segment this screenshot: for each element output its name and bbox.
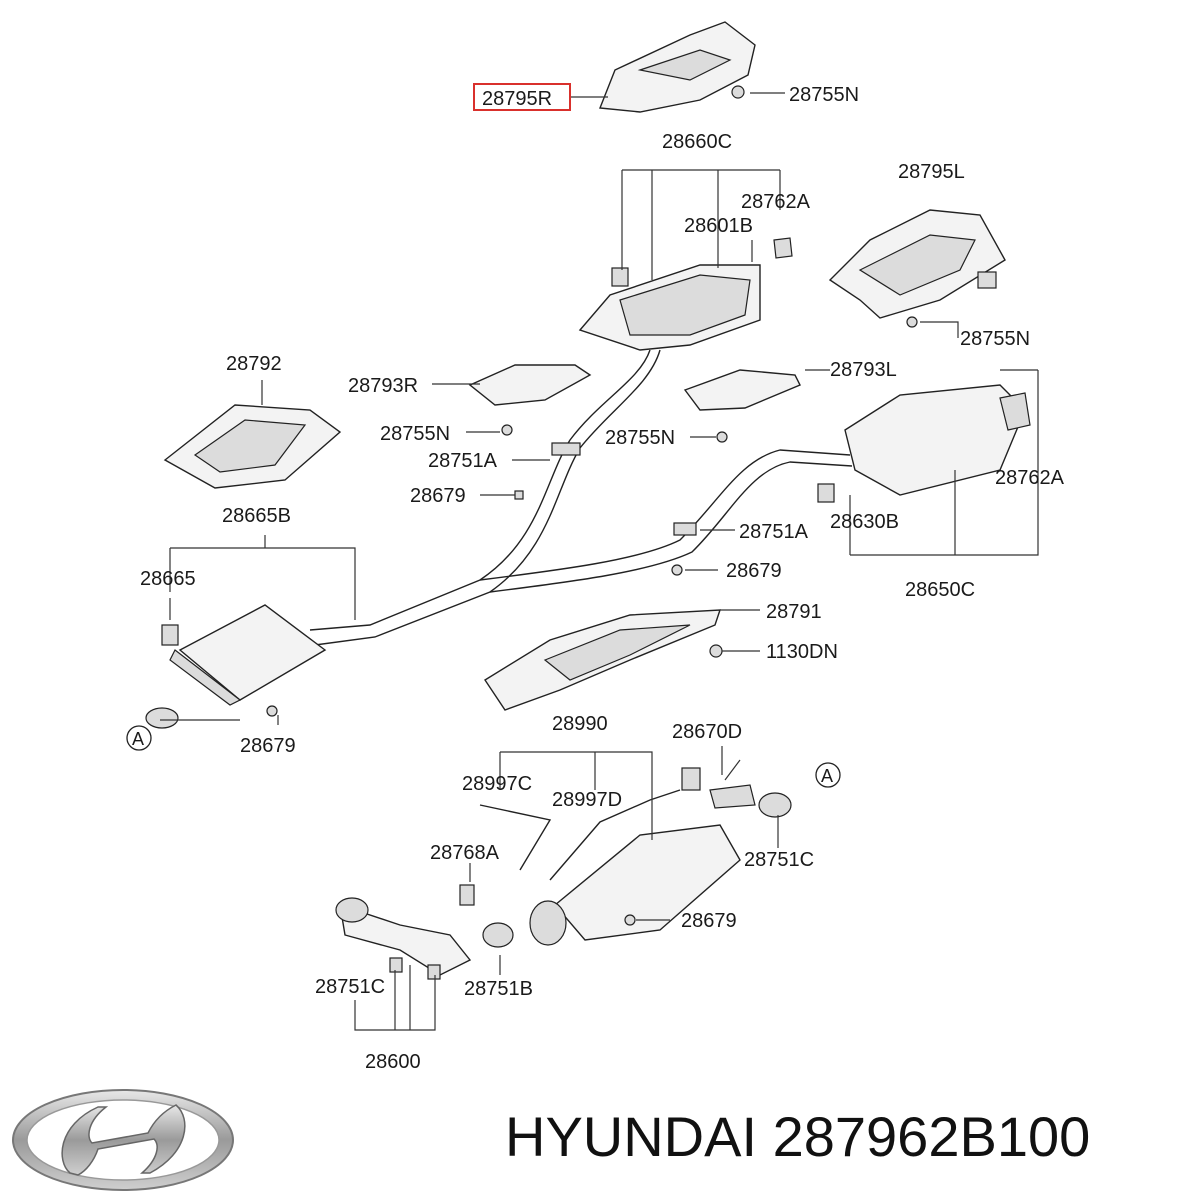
part-label[interactable]: 28751C: [744, 849, 814, 871]
part-label[interactable]: 28600: [365, 1051, 421, 1073]
part-label[interactable]: 28751A: [739, 521, 809, 543]
part-label[interactable]: 28990: [552, 713, 608, 735]
part-label[interactable]: 28791: [766, 601, 822, 623]
part-label[interactable]: 28679: [681, 910, 737, 932]
footer-part-number: 287962B100: [772, 1105, 1091, 1168]
marker-label: A: [821, 766, 833, 786]
part-label[interactable]: 28755N: [605, 427, 675, 449]
connection-marker-a-right: A: [815, 762, 841, 788]
heat-shield-28795r: [599, 21, 756, 113]
part-label[interactable]: 28679: [726, 560, 782, 582]
part-label[interactable]: 28679: [410, 485, 466, 507]
catalytic-converter-28990: [479, 767, 792, 946]
heat-shield-28791: [484, 609, 723, 711]
heat-shield-28793l: [683, 369, 801, 443]
part-label[interactable]: 28755N: [960, 328, 1030, 350]
footer-brand: HYUNDAI: [505, 1105, 758, 1168]
part-label[interactable]: 28670D: [672, 721, 742, 743]
center-muffler-28660c: [578, 237, 793, 351]
heat-shield-28795l: [828, 209, 1006, 328]
connection-marker-a-left: A: [126, 725, 152, 751]
part-label[interactable]: 28665B: [222, 505, 291, 527]
front-muffler-28665b: [145, 604, 327, 729]
part-label[interactable]: 28997D: [552, 789, 622, 811]
part-label[interactable]: 28679: [240, 735, 296, 757]
heat-shield-28792: [163, 404, 342, 489]
part-label[interactable]: 28795R: [482, 88, 552, 110]
heat-shield-28793r: [468, 364, 592, 436]
front-pipe-28600: [335, 884, 514, 980]
highlight-box: [473, 83, 571, 111]
part-label[interactable]: 28762A: [995, 467, 1065, 489]
marker-label: A: [132, 729, 144, 749]
part-label[interactable]: 28792: [226, 353, 282, 375]
part-label[interactable]: 28660C: [662, 131, 732, 153]
part-label[interactable]: 28650C: [905, 579, 975, 601]
part-label[interactable]: 28793L: [830, 359, 897, 381]
part-label[interactable]: 28755N: [380, 423, 450, 445]
part-label[interactable]: 28601B: [684, 215, 753, 237]
part-label[interactable]: 28762A: [741, 191, 811, 213]
hyundai-logo-icon: [12, 1089, 234, 1191]
footer-part-title: HYUNDAI 287962B100: [505, 1104, 1185, 1184]
leader-lines: [160, 92, 1039, 1031]
part-label[interactable]: 28751C: [315, 976, 385, 998]
part-label[interactable]: 28755N: [789, 84, 859, 106]
part-label[interactable]: 28795L: [898, 161, 965, 183]
part-label[interactable]: 28768A: [430, 842, 500, 864]
part-label[interactable]: 28665: [140, 568, 196, 590]
part-label[interactable]: 28997C: [462, 773, 532, 795]
part-label[interactable]: 28751B: [464, 978, 533, 1000]
part-label[interactable]: 1130DN: [766, 641, 838, 663]
part-label[interactable]: 28793R: [348, 375, 418, 397]
part-label[interactable]: 28751A: [428, 450, 498, 472]
rear-muffler-28650c: [817, 271, 1031, 503]
part-labels: 28795R 28755N 28660C 28762A 28601B 28795…: [140, 84, 1065, 1073]
part-label[interactable]: 28630B: [830, 511, 899, 533]
exhaust-pipe: [309, 349, 853, 646]
